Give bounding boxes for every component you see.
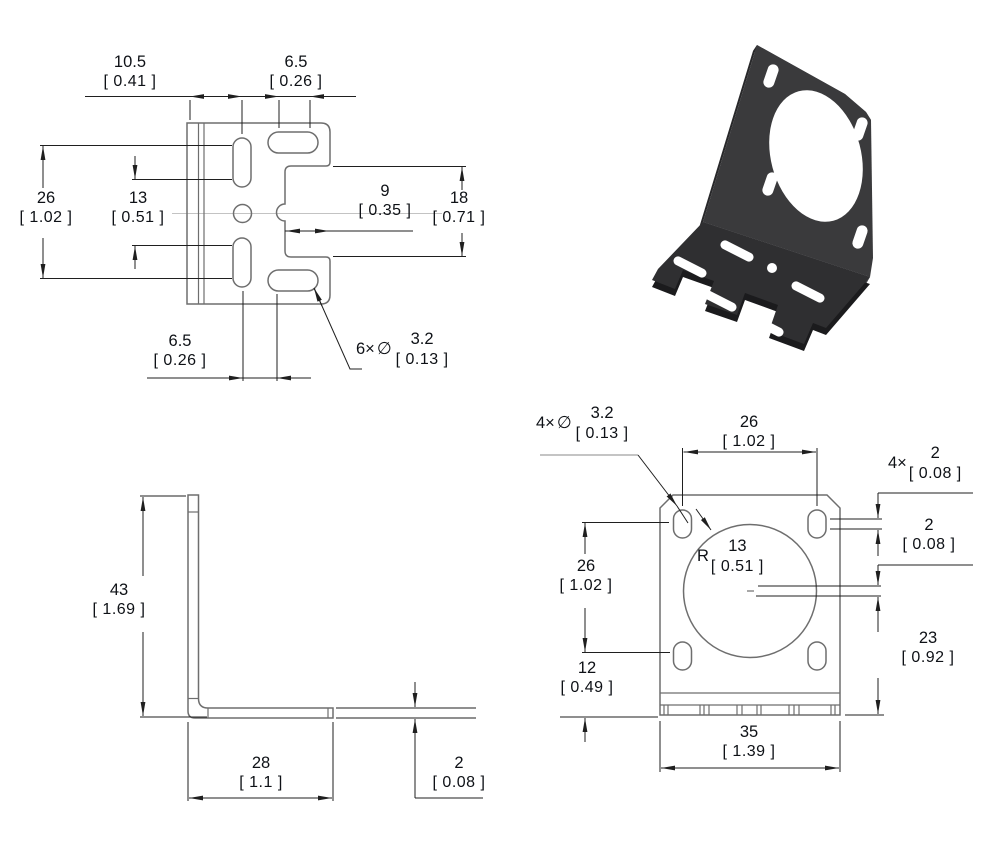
dim-slot-travel: 4× 2 [ 0.08 ] [888, 444, 962, 482]
slot-hole [232, 237, 252, 288]
mount-slot [672, 641, 693, 671]
face-outline [659, 494, 841, 716]
iso-base-hole [767, 263, 777, 273]
dim-height: 43 [ 1.69 ] [92, 581, 146, 619]
view-motor-face [540, 448, 973, 772]
mount-slot [807, 509, 827, 539]
dim-center-offset: 2 [ 0.08 ] [902, 516, 956, 554]
dim-thickness: 2 [ 0.08 ] [432, 754, 486, 792]
dim-hole-to-edge: 12 [ 0.49 ] [560, 659, 614, 697]
motor-face-dimensions [540, 448, 973, 772]
dim-outer-span: 26 [ 1.02 ] [19, 189, 73, 227]
iso-base-slot [703, 290, 737, 312]
dim-hole-span-h: 26 [ 1.02 ] [722, 413, 776, 451]
iso-base-slot [673, 256, 707, 278]
mount-slot [672, 509, 693, 539]
dim-pilot-radius: R 13 [ 0.51 ] [697, 537, 764, 575]
iso-left-edge [699, 45, 757, 228]
face-detail-lines [660, 692, 840, 715]
view-base-top [40, 94, 466, 381]
side-outline [187, 494, 334, 719]
base-top-dimensions [40, 94, 466, 381]
dim-slot-span-bottom: 6.5 [ 0.26 ] [153, 332, 207, 370]
view-side-profile [140, 494, 483, 801]
iso-corner-slot [852, 117, 868, 141]
slot-hole [267, 269, 319, 292]
hole-callout-base: 6× ∅ 3.2 [ 0.13 ] [356, 330, 449, 368]
iso-pilot-hole [769, 90, 863, 222]
iso-corner-slot [762, 172, 778, 196]
dim-depth: 28 [ 1.1 ] [239, 754, 283, 792]
center-hole [232, 203, 253, 224]
radius-symbol: R [697, 546, 709, 565]
side-dimensions [140, 495, 483, 801]
iso-base-slot [791, 281, 825, 303]
mount-slot [807, 641, 827, 671]
iso-base-slot [750, 315, 784, 337]
diameter-symbol: ∅ [376, 339, 392, 359]
view-isometric-part [652, 45, 873, 351]
dim-width: 35 [ 1.39 ] [722, 723, 776, 761]
dim-notch-depth: 9 [ 0.35 ] [358, 182, 412, 220]
iso-base-face [652, 222, 870, 344]
hole-callout-face: 4× ∅ 3.2 [ 0.13 ] [536, 404, 629, 442]
dim-slot-span-top: 6.5 [ 0.26 ] [269, 53, 323, 91]
iso-corner-slot [763, 64, 779, 88]
iso-corner-slot [852, 225, 868, 249]
slot-hole [267, 131, 319, 154]
base-plate-outline [186, 122, 331, 305]
side-detail-lines [188, 511, 329, 718]
pilot-hole [682, 523, 818, 659]
dim-center-to-edge: 23 [ 0.92 ] [901, 629, 955, 667]
dim-inner-span: 13 [ 0.51 ] [111, 189, 165, 227]
diameter-symbol: ∅ [556, 413, 572, 433]
iso-base-slot [720, 240, 754, 262]
dim-notch-height: 18 [ 0.71 ] [432, 189, 486, 227]
slot-hole [232, 137, 252, 188]
dim-hole-span-v: 26 [ 1.02 ] [559, 557, 613, 595]
dim-edge-to-slot: 10.5 [ 0.41 ] [103, 53, 157, 91]
